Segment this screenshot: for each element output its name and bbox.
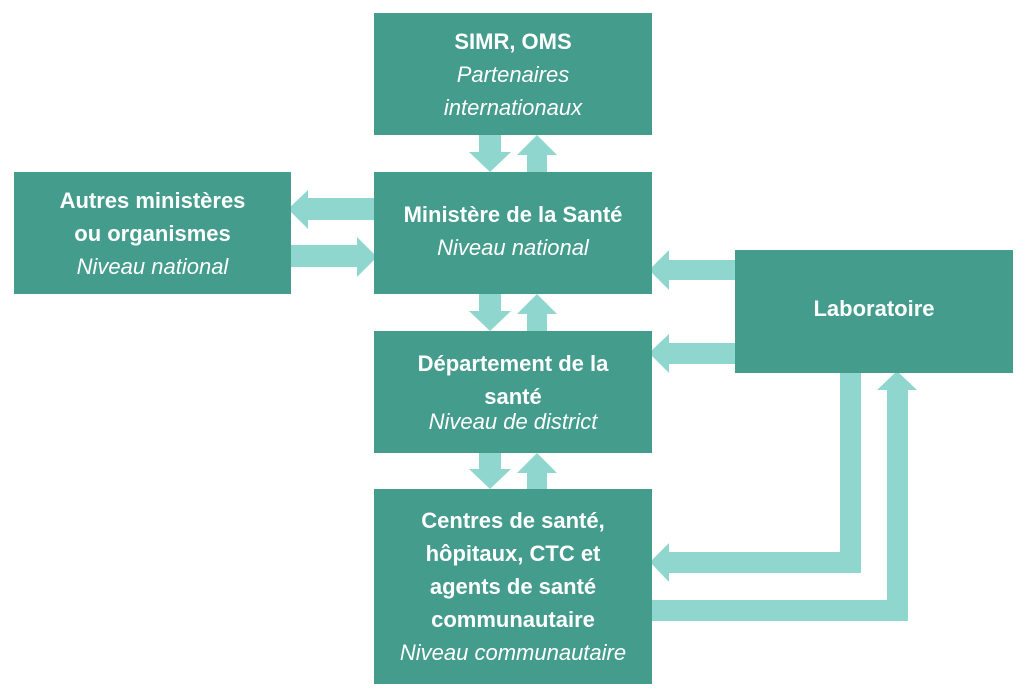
node-subtitle: Niveau national <box>437 235 589 260</box>
node-title: Laboratoire <box>813 296 935 321</box>
arrow-ministere-to-autres <box>288 190 374 229</box>
arrow-labo-to-ministere <box>649 250 735 290</box>
node-subtitle: Niveau de district <box>428 408 598 434</box>
node-subtitle: Niveau communautaire <box>399 640 627 665</box>
node-simr-oms: SIMR, OMS Partenaires internationaux <box>374 13 652 135</box>
node-subtitle: internationaux <box>443 94 583 120</box>
arrow-centres-to-labo <box>652 371 917 621</box>
arrow-ministere-to-departement <box>469 294 511 331</box>
node-ministere-sante: Ministère de la Santé Niveau national <box>374 172 652 294</box>
arrow-departement-to-centres <box>469 453 511 489</box>
node-subtitle: Partenaires <box>456 61 570 87</box>
arrow-labo-to-centres <box>650 373 861 582</box>
arrow-simr-to-ministere <box>469 135 511 172</box>
node-title: Département de la <box>417 350 609 376</box>
node-title: agents de santé <box>429 574 597 599</box>
node-autres-ministeres: Autres ministères ou organismes Niveau n… <box>14 172 291 294</box>
arrow-labo-to-departement <box>649 334 735 373</box>
node-title: Autres ministères <box>59 187 246 213</box>
arrow-autres-to-ministere <box>291 237 377 277</box>
node-subtitle: Niveau national <box>76 253 229 279</box>
node-laboratoire: Laboratoire <box>735 250 1013 373</box>
node-title: santé <box>484 383 542 409</box>
node-title: ou organismes <box>74 220 231 246</box>
node-title: communautaire <box>431 607 595 632</box>
node-title: SIMR, OMS <box>454 28 572 54</box>
node-centres-sante: Centres de santé, hôpitaux, CTC et agent… <box>374 489 652 684</box>
node-title: Centres de santé, <box>421 508 605 533</box>
arrow-ministere-to-simr <box>517 135 557 172</box>
node-title: hôpitaux, CTC et <box>425 541 601 566</box>
arrow-departement-to-ministere <box>517 294 557 331</box>
arrow-centres-to-departement <box>517 453 557 489</box>
node-title: Ministère de la Santé <box>403 202 623 227</box>
node-departement-sante: Département de la santé Niveau de distri… <box>374 331 652 453</box>
